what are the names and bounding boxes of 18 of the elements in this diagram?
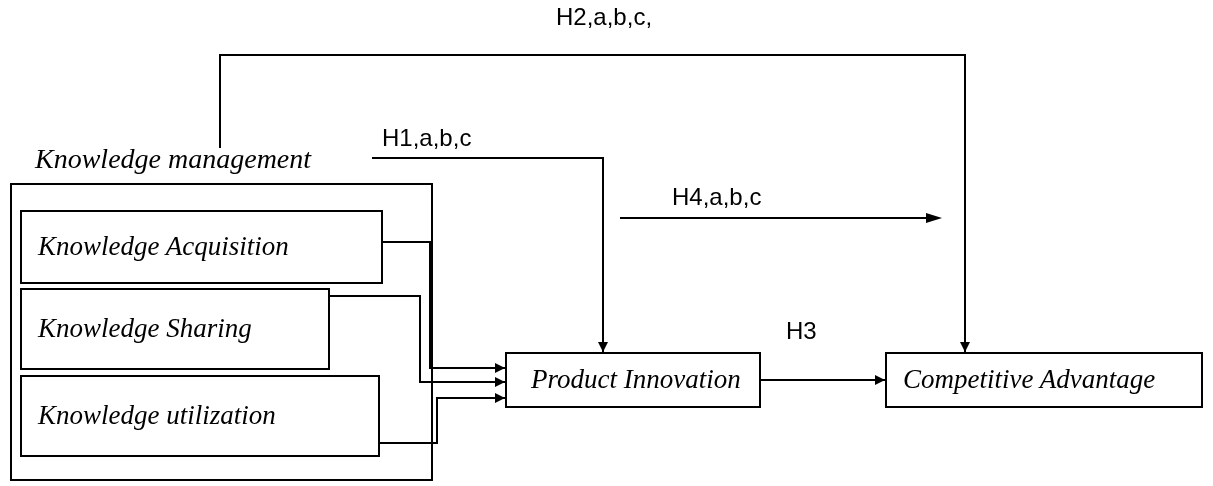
arrow (371, 157, 608, 353)
group-heading: Knowledge management (35, 145, 312, 173)
hypothesis-label: H4,a,b,c (672, 182, 762, 212)
arrow (760, 375, 886, 385)
construct-label: Knowledge Sharing (38, 312, 252, 346)
arrow (219, 54, 970, 353)
construct-label: Knowledge Acquisition (38, 230, 289, 264)
construct-box (20, 288, 330, 370)
arrow (382, 241, 506, 373)
construct-box (885, 352, 1203, 408)
construct-label: Knowledge utilization (38, 399, 276, 433)
construct-box (20, 210, 383, 284)
arrow (329, 295, 506, 387)
construct-label: Product Innovation (531, 363, 741, 397)
arrow (379, 393, 506, 444)
construct-label: Competitive Advantage (903, 363, 1156, 397)
construct-box (505, 352, 761, 408)
construct-box (20, 375, 380, 457)
